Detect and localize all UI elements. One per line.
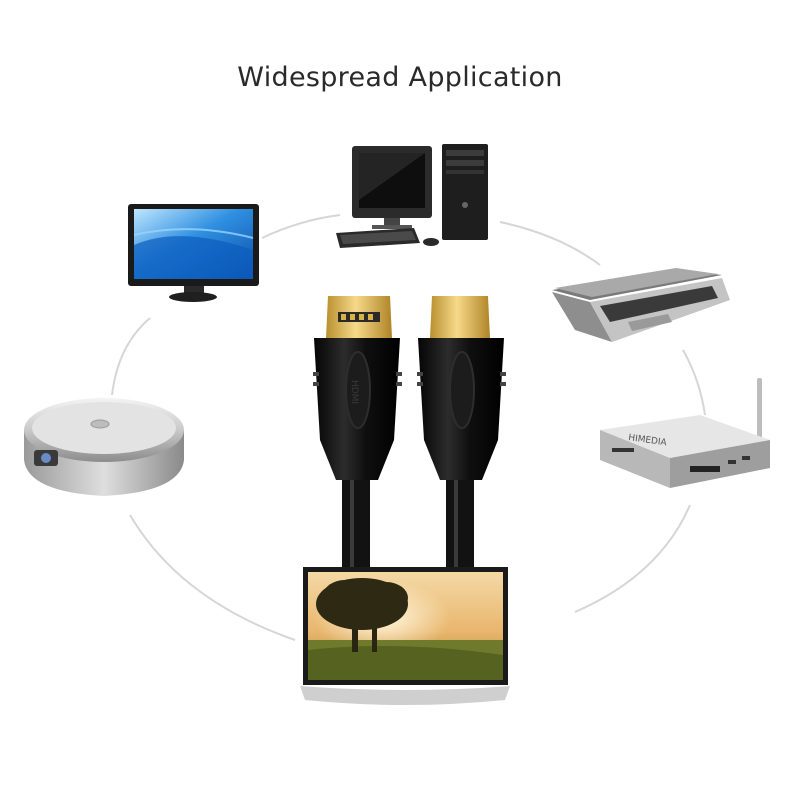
page-title: Widespread Application xyxy=(237,62,563,93)
connection-ring xyxy=(111,214,706,641)
connector-label: HDMI xyxy=(349,380,359,404)
hdmi-cable-icon: HDMI xyxy=(313,296,506,578)
monitor-icon xyxy=(128,204,259,302)
desktop-pc-icon xyxy=(336,144,488,248)
tv-box-icon: HIMEDIA xyxy=(600,378,770,488)
laptop-icon xyxy=(552,268,730,342)
projector-icon xyxy=(24,398,184,496)
television-icon xyxy=(300,567,510,705)
